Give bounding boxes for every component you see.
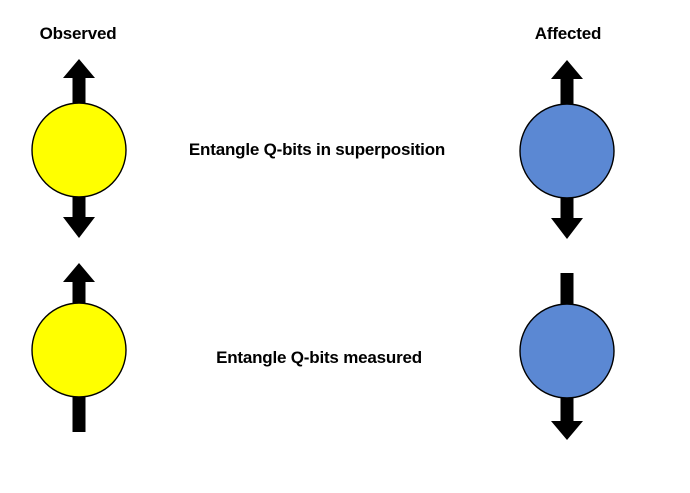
spin-up-arrow-icon xyxy=(63,59,95,104)
observed-label: Observed xyxy=(39,24,117,43)
affected-qbit-measured xyxy=(519,303,615,399)
spin-down-arrow-icon xyxy=(63,196,95,238)
superposition-caption: Entangle Q-bits in superposition xyxy=(188,140,446,159)
spin-up-arrow-icon xyxy=(551,60,583,105)
observed-qbit-superposition xyxy=(31,102,127,198)
measured-caption: Entangle Q-bits measured xyxy=(216,348,422,367)
affected-qbit-superposition xyxy=(519,103,615,199)
spin-down-arrow-icon xyxy=(551,198,583,239)
observed-qbit-measured xyxy=(31,302,127,398)
affected-label: Affected xyxy=(534,24,602,43)
